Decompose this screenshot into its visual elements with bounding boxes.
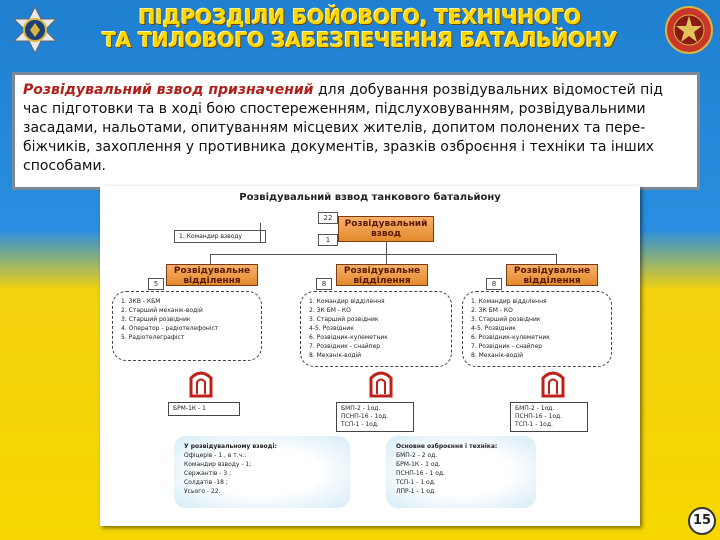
roster-item: 4-5. Розвідник xyxy=(471,325,516,332)
roster-item: 3. Старший розвідник xyxy=(121,316,191,323)
equipment-item: БРМ-1К - 1 xyxy=(173,405,206,412)
section-equipment: БМП-2 - 1од. ПСНП-16 - 1од. ТСП-1 - 1од. xyxy=(336,402,414,432)
roster-item: 2. ЗК БМ - КО xyxy=(471,307,513,314)
roster-item: 2. Старший механік-водій xyxy=(121,307,203,314)
section-roster: 1. ЗКВ - КБМ 2. Старший механік-водій 3.… xyxy=(112,291,262,361)
equipment-item: ПСНП-16 - 1од. xyxy=(341,413,389,420)
section-roster: 1. Командир відділення 2. ЗК БМ - КО 3. … xyxy=(462,291,612,367)
intro-textbox: Розвідувальний взвод призначений для доб… xyxy=(12,72,700,190)
roster-item: 3. Старший розвідник xyxy=(471,316,541,323)
roster-item: 4. Оператор - радіотелефоніст xyxy=(121,325,219,332)
connector xyxy=(386,242,387,254)
platoon-box: Розвідувальний взвод xyxy=(338,216,434,242)
roster-item: 6. Розвідник-кулеметник xyxy=(471,334,550,341)
summary-line: БРМ-1К - 1 од. xyxy=(396,461,441,468)
equipment-item: ТСП-1 - 1од. xyxy=(341,421,379,428)
platoon-count: 22 xyxy=(318,212,338,224)
vehicle-symbol-icon xyxy=(368,368,394,402)
diagram-title: Розвідувальний взвод танкового батальйон… xyxy=(239,192,501,203)
equipment-item: БМП-2 - 1од. xyxy=(341,405,381,412)
section-equipment: БРМ-1К - 1 xyxy=(168,402,240,416)
summary-line: ТСП-1 - 1 од. xyxy=(396,479,436,486)
weapons-summary: Основне озброєння і техніка: БМП-2 - 2 о… xyxy=(386,436,536,508)
roster-item: 3. Старший розвідник xyxy=(309,316,379,323)
roster-item: 8. Механік-водій xyxy=(471,352,524,359)
connector xyxy=(210,254,211,264)
summary-line: ЛПР-1 - 1 од. xyxy=(396,488,437,495)
summary-line: ПСНП-16 - 1 од. xyxy=(396,470,445,477)
roster-item: 6. Розвідник-кулеметник xyxy=(309,334,388,341)
summary-line: Командир взводу - 1; xyxy=(184,461,252,468)
section-box: Розвідувальне відділення xyxy=(336,264,428,286)
equipment-item: ПСНП-16 - 1од. xyxy=(515,413,563,420)
roster-item: 8. Механік-водій xyxy=(309,352,362,359)
commander-note: 1. Командир взводу xyxy=(174,230,266,243)
title-line-1: ПІДРОЗДІЛИ БОЙОВОГО, ТЕХНІЧНОГО xyxy=(138,5,582,29)
section-count: 8 xyxy=(486,278,502,290)
summary-line: Офіцерів - 1 , в т.ч.: xyxy=(184,452,247,459)
connector xyxy=(556,254,557,264)
summary-line: Сержантів - 3 ; xyxy=(184,470,232,477)
roster-item: 2. ЗК БМ - КО xyxy=(309,307,351,314)
intro-body: для добування розвідувальних відомостей … xyxy=(23,82,663,174)
section-box: Розвідувальне відділення xyxy=(166,264,258,286)
page-title: ПІДРОЗДІЛИ БОЙОВОГО, ТЕХНІЧНОГО ТА ТИЛОВ… xyxy=(70,6,650,52)
section-equipment: БМП-2 - 1од. ПСНП-16 - 1од. ТСП-1 - 1од. xyxy=(510,402,588,432)
vehicle-symbol-icon xyxy=(188,368,214,402)
roster-item: 7. Розвідник - снайпер xyxy=(309,343,381,350)
roster-item: 7. Розвідник - снайпер xyxy=(471,343,543,350)
platoon-sub-count: 1 xyxy=(318,234,338,246)
equipment-item: БМП-2 - 1од. xyxy=(515,405,555,412)
roster-item: 1. ЗКВ - КБМ xyxy=(121,298,161,305)
roster-item: 5. Радіотелеграфіст xyxy=(121,334,185,341)
emblem-left-logo xyxy=(10,5,60,55)
roster-item: 1. Командир відділення xyxy=(309,298,385,305)
summary-line: Солдатів -18 ; xyxy=(184,479,228,486)
connector xyxy=(386,254,387,264)
vehicle-symbol-icon xyxy=(540,368,566,402)
summary-heading: Основне озброєння і техніка: xyxy=(396,443,498,450)
roster-item: 1. Командир відділення xyxy=(471,298,547,305)
page-number: 15 xyxy=(688,507,716,535)
summary-heading: У розвідувальному взводі: xyxy=(184,443,277,450)
summary-line: БМП-2 - 2 од. xyxy=(396,452,438,459)
title-line-2: ТА ТИЛОВОГО ЗАБЕЗПЕЧЕННЯ БАТАЛЬЙОНУ xyxy=(102,28,618,52)
intro-lead: Розвідувальний взвод призначений xyxy=(23,82,314,98)
connector xyxy=(210,254,556,255)
equipment-item: ТСП-1 - 1од. xyxy=(515,421,553,428)
section-count: 5 xyxy=(148,278,164,290)
emblem-right-logo xyxy=(664,4,714,56)
connector xyxy=(260,223,261,243)
section-count: 8 xyxy=(316,278,332,290)
roster-item: 4-5. Розвідник xyxy=(309,325,354,332)
section-roster: 1. Командир відділення 2. ЗК БМ - КО 3. … xyxy=(300,291,452,367)
section-box: Розвідувальне відділення xyxy=(506,264,598,286)
org-diagram: Розвідувальний взвод танкового батальйон… xyxy=(100,186,640,526)
summary-line: Усього - 22. xyxy=(184,488,221,495)
personnel-summary: У розвідувальному взводі: Офіцерів - 1 ,… xyxy=(174,436,350,508)
